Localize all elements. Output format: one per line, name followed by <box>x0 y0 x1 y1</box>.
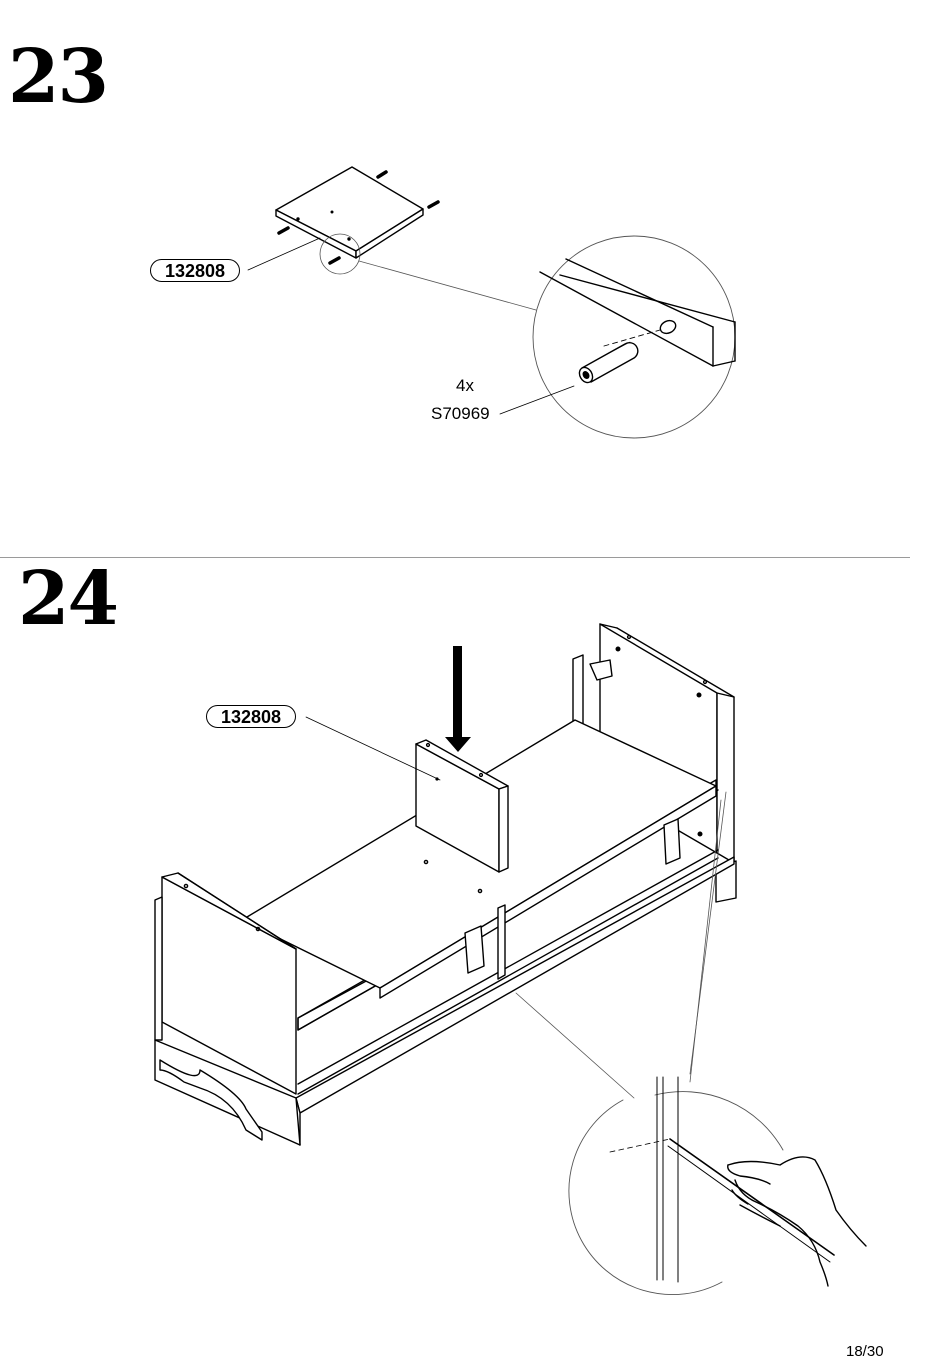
step24-detail-zoom <box>569 1077 866 1295</box>
step24-cabinet <box>155 624 736 1145</box>
step23-hardware-part: S70969 <box>431 404 490 424</box>
step23-number: 23 <box>8 40 107 114</box>
step23-part-label: 132808 <box>150 259 240 282</box>
step23-detail-zoom-circle <box>533 236 735 438</box>
down-arrow-icon <box>445 646 471 752</box>
step-divider <box>0 557 910 558</box>
step24-part-label: 132808 <box>206 705 296 728</box>
page-number: 18/30 <box>846 1343 884 1360</box>
step23-hardware-quantity: 4x <box>456 376 474 396</box>
step23-shelf-panel <box>276 167 423 258</box>
step24-number: 24 <box>18 562 117 636</box>
